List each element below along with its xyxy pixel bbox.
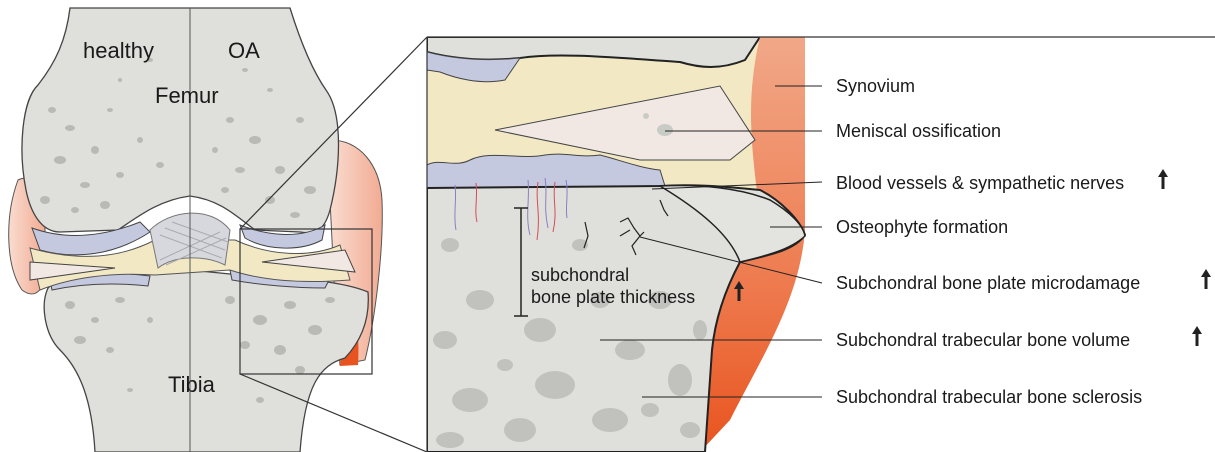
- tibia-label: Tibia: [168, 372, 216, 397]
- oa-label: OA: [228, 38, 260, 63]
- thickness-label-line2: bone plate thickness: [531, 287, 695, 307]
- tibia-bone: [44, 270, 368, 452]
- annotation-osteophyte: Osteophyte formation: [836, 217, 1008, 237]
- thickness-up-arrow-shaft: [738, 288, 741, 301]
- annotation-trabecular-volume: Subchondral trabecular bone volume: [836, 330, 1130, 350]
- thickness-label-line1: subchondral: [531, 265, 629, 285]
- increase-arrows: [1158, 169, 1211, 346]
- knee-joint-overview: healthy OA Femur Tibia: [9, 8, 383, 452]
- ossification-small: [643, 113, 649, 119]
- annotation-meniscal-ossification: Meniscal ossification: [836, 121, 1001, 141]
- femur-label: Femur: [155, 83, 219, 108]
- femur-bone: [22, 8, 339, 233]
- annotation-microdamage: Subchondral bone plate microdamage: [836, 273, 1140, 293]
- annotation-blood-vessels: Blood vessels & sympathetic nerves: [836, 173, 1124, 193]
- arrow-up-icon: [1158, 169, 1168, 189]
- annotation-trabecular-sclerosis: Subchondral trabecular bone sclerosis: [836, 387, 1142, 407]
- detail-view: subchondral bone plate thickness: [427, 37, 805, 452]
- annotation-synovium: Synovium: [836, 76, 915, 96]
- arrow-up-icon: [1201, 269, 1211, 289]
- healthy-label: healthy: [83, 38, 154, 63]
- arrow-up-icon: [1192, 326, 1202, 346]
- meniscal-ossification: [657, 124, 673, 136]
